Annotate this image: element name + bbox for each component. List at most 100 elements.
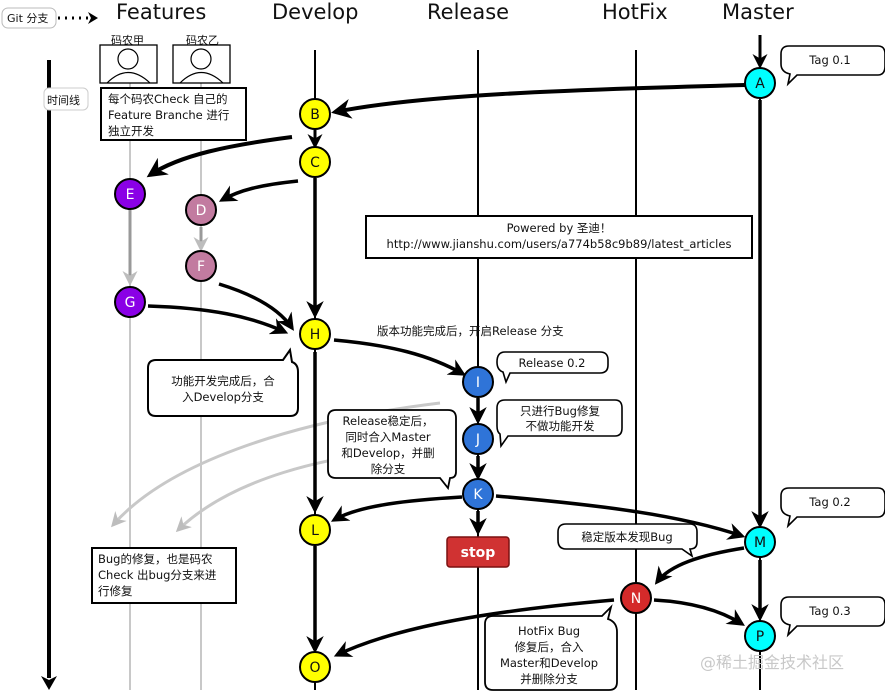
note-line: 修复后，合入 <box>515 640 584 654</box>
commit-node-m: M <box>744 526 776 558</box>
commit-label: L <box>311 523 319 539</box>
tag-label: Tag 0.1 <box>808 53 850 67</box>
commit-label: O <box>309 660 320 676</box>
commit-node-g: G <box>114 286 146 318</box>
note-line: 独立开发 <box>108 124 154 138</box>
commit-circle <box>462 366 494 398</box>
stop-label: stop <box>461 545 496 561</box>
arrow-g-to-h <box>147 304 289 335</box>
note-line: Release稳定后， <box>343 414 434 428</box>
note-release-stable: Release稳定后， 同时合入Master 和Develop，并删 除分支 <box>327 409 457 491</box>
speech-bubble <box>484 604 618 691</box>
avatar-body-icon <box>179 71 224 84</box>
note-box <box>91 547 237 604</box>
developer-a-label: 码农甲 <box>111 33 144 47</box>
timeline-label: 时间线 <box>47 93 80 107</box>
speech-bubble <box>780 487 885 529</box>
speech-bubble <box>496 399 623 449</box>
arrow-b-to-e <box>146 135 293 178</box>
arrow-head-icon <box>88 12 98 24</box>
developer-b: 码农乙 <box>172 33 231 84</box>
developer-a: 码农甲 <box>99 33 158 84</box>
powered-by-url: http://www.jianshu.com/users/a774b58c9b8… <box>387 237 732 251</box>
speech-bubble <box>780 45 885 87</box>
note-tag-02: Tag 0.2 <box>780 487 885 529</box>
speech-bubble <box>496 351 609 385</box>
commit-circle <box>299 146 331 178</box>
note-box <box>100 87 247 141</box>
note-line: 并删除分支 <box>520 672 578 686</box>
lane-title-features: Features <box>116 0 206 24</box>
speech-bubble <box>780 596 885 638</box>
commit-node-b: B <box>299 98 331 130</box>
commit-circle <box>114 178 146 210</box>
commit-label: C <box>310 155 320 171</box>
commit-node-n: N <box>620 582 652 614</box>
arrow-a-to-b <box>331 83 746 119</box>
commit-node-e: E <box>114 178 146 210</box>
commit-label: J <box>475 432 480 448</box>
commit-node-l: L <box>299 514 331 546</box>
commit-node-i: I <box>462 366 494 398</box>
note-bug-fix-feature: Bug的修复，也是码农 Check 出bug分支来进 行修复 <box>91 547 237 604</box>
commit-circle <box>185 250 217 282</box>
note-tag-03: Tag 0.3 <box>780 596 885 638</box>
commit-node-j: J <box>462 423 494 455</box>
commit-node-h: H <box>299 318 331 350</box>
note-feature-check: 每个码农Check 自己的 Feature Branche 进行 独立开发 <box>100 87 247 141</box>
note-line: Bug的修复，也是码农 <box>98 552 213 566</box>
speech-bubble <box>557 523 698 558</box>
commit-circle <box>462 423 494 455</box>
arrow-f-to-h <box>218 282 294 331</box>
note-line: 行修复 <box>98 584 133 598</box>
git-branch-label: Git 分支 <box>7 12 48 25</box>
note-tag-01: Tag 0.1 <box>780 45 885 87</box>
powered-by-line: Powered by 圣迪！ <box>507 221 612 235</box>
commit-node-k: K <box>462 478 494 510</box>
lane-title-hotfix: HotFix <box>602 0 668 24</box>
commit-label: B <box>310 107 320 123</box>
note-release-tag: Release 0.2 <box>496 351 609 385</box>
timeline-badge <box>43 87 89 111</box>
stop-rect <box>446 536 510 568</box>
note-line: 同时合入Master <box>345 430 431 444</box>
note-box <box>365 215 753 259</box>
note-powered-by: Powered by 圣迪！ http://www.jianshu.com/us… <box>365 215 753 259</box>
tag-label: Tag 0.3 <box>808 604 850 618</box>
note-line: Feature Branche 进行 <box>108 108 229 122</box>
avatar-frame <box>99 44 158 84</box>
timeline-arrow-icon <box>41 676 57 690</box>
release-tag-label: Release 0.2 <box>519 356 586 370</box>
note-start-release: 版本功能完成后，开启Release 分支 <box>377 324 564 338</box>
commit-circle <box>114 286 146 318</box>
note-line: Check 出bug分支来进 <box>98 568 217 582</box>
connections <box>122 35 769 657</box>
developer-b-label: 码农乙 <box>186 33 219 47</box>
note-line: 功能开发完成后，合 <box>171 374 275 388</box>
arrow-h-to-i <box>333 338 467 376</box>
speech-bubble <box>327 409 457 491</box>
tag-label: Tag 0.2 <box>808 495 850 509</box>
note-merge-develop: 功能开发完成后，合 入Develop分支 <box>147 347 299 417</box>
stable-bug-label: 稳定版本发现Bug <box>581 530 672 544</box>
note-stable-bug: 稳定版本发现Bug <box>557 523 698 558</box>
arrow-n-to-o <box>333 598 615 657</box>
arrow-k-to-l <box>330 495 463 522</box>
commit-label: D <box>196 203 207 219</box>
stop-box: stop <box>446 536 510 568</box>
note-line: 不做功能开发 <box>526 419 595 433</box>
commit-label: G <box>125 295 136 311</box>
header: Git 分支 Features Develop Release HotFix M… <box>1 0 794 29</box>
note-line: 入Develop分支 <box>182 390 264 404</box>
commit-circle <box>744 526 776 558</box>
commit-node-f: F <box>185 250 217 282</box>
lane-title-master: Master <box>722 0 794 24</box>
arrow-c-to-d <box>218 179 299 202</box>
commit-label: F <box>197 259 205 275</box>
avatar-body-icon <box>106 71 151 84</box>
commit-label: M <box>754 535 766 551</box>
commit-circle <box>462 478 494 510</box>
note-line: 和Develop，并删 <box>341 446 434 460</box>
